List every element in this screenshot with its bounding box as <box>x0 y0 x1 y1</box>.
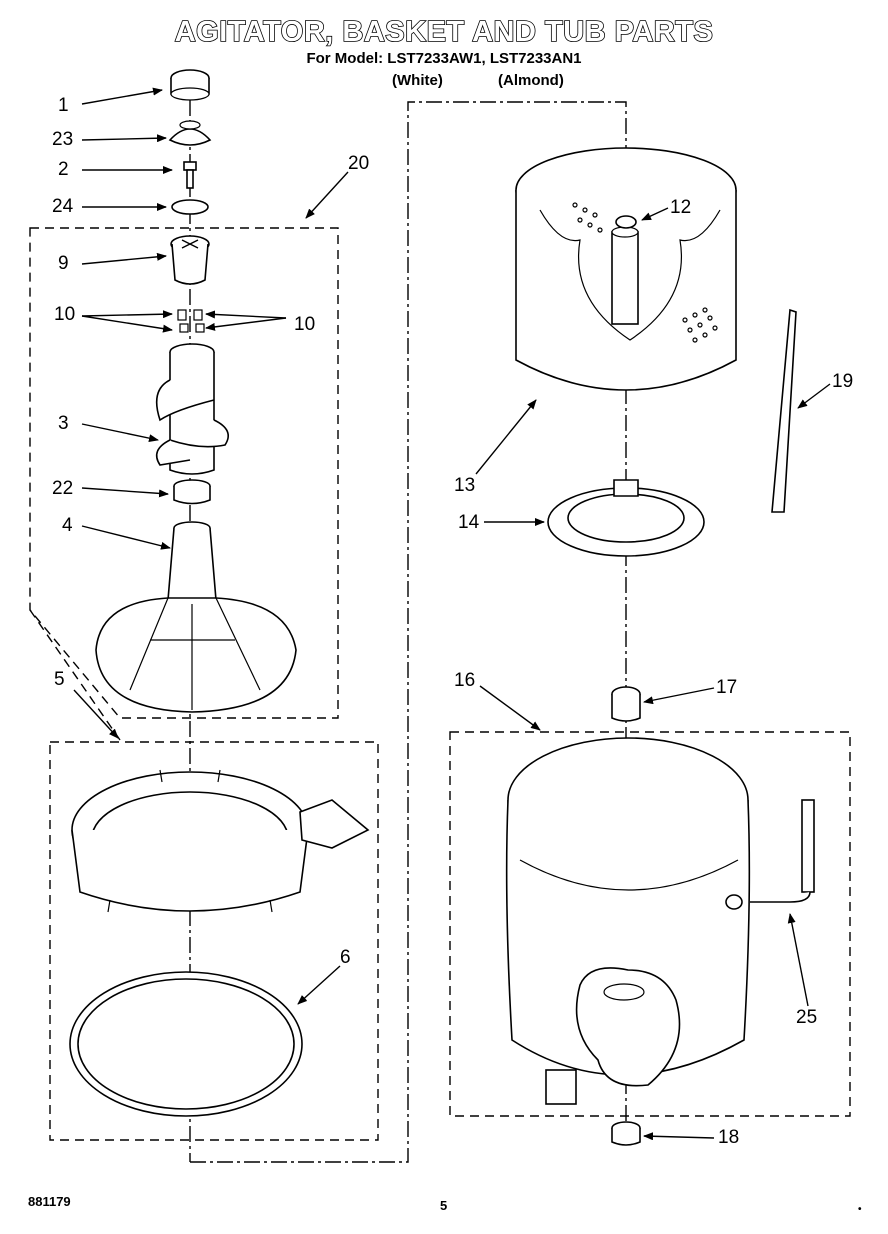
callout-1: 1 <box>58 95 69 116</box>
callout-12: 12 <box>670 197 692 218</box>
part-12-nut <box>615 215 637 229</box>
return-line <box>190 101 627 1163</box>
part-22-clutch <box>173 479 211 505</box>
part-9-cam <box>170 235 210 285</box>
callout-25: 25 <box>796 1007 818 1028</box>
part-10-dogs <box>177 309 205 333</box>
part-1-cap <box>170 69 210 101</box>
group-box-5 <box>49 741 379 1141</box>
callout-10-right: 10 <box>294 314 316 335</box>
callout-2: 2 <box>58 159 69 180</box>
part-16-outer-tub <box>505 737 751 1105</box>
callout-4: 4 <box>62 515 73 536</box>
callout-24: 24 <box>52 196 74 217</box>
part-19-hose <box>771 308 797 513</box>
page-title: AGITATOR, BASKET AND TUB PARTS <box>174 15 714 49</box>
callout-10-left: 10 <box>54 304 76 325</box>
part-18-plug <box>611 1121 641 1146</box>
part-17-seal <box>611 686 641 722</box>
corner-mark: • <box>858 1204 862 1215</box>
basket-holes <box>572 202 718 343</box>
part-5-tub-ring <box>71 769 370 913</box>
part-24-washer <box>171 199 209 215</box>
part-13-basket <box>515 147 737 391</box>
callout-23: 23 <box>52 129 74 150</box>
part-6-gasket <box>69 971 303 1117</box>
callout-17: 17 <box>716 677 738 698</box>
callout-14: 14 <box>458 512 480 533</box>
callout-16: 16 <box>454 670 476 691</box>
callout-9: 9 <box>58 253 69 274</box>
callout-3: 3 <box>58 413 69 434</box>
callout-13: 13 <box>454 475 476 496</box>
part-25-drain-hose <box>725 799 815 910</box>
doc-number: 881179 <box>28 1194 71 1209</box>
callout-22: 22 <box>52 478 74 499</box>
callout-20: 20 <box>348 153 370 174</box>
part-4-agitator-base <box>95 521 297 713</box>
part-2-bolt <box>183 161 197 189</box>
variant-white: (White) <box>392 72 443 89</box>
group-box-16 <box>449 731 851 1117</box>
part-14-hub <box>547 479 705 557</box>
page-number: 5 <box>440 1198 448 1213</box>
variant-almond: (Almond) <box>498 72 564 89</box>
callout-19: 19 <box>832 371 854 392</box>
group-connector <box>29 609 121 741</box>
part-3-auger <box>155 343 229 475</box>
model-subtitle: For Model: LST7233AW1, LST7233AN1 <box>306 50 582 67</box>
callout-5: 5 <box>54 669 65 690</box>
group-box-20 <box>29 227 339 719</box>
callout-6: 6 <box>340 947 351 968</box>
callout-18: 18 <box>718 1127 740 1148</box>
part-23-seal <box>168 120 212 146</box>
